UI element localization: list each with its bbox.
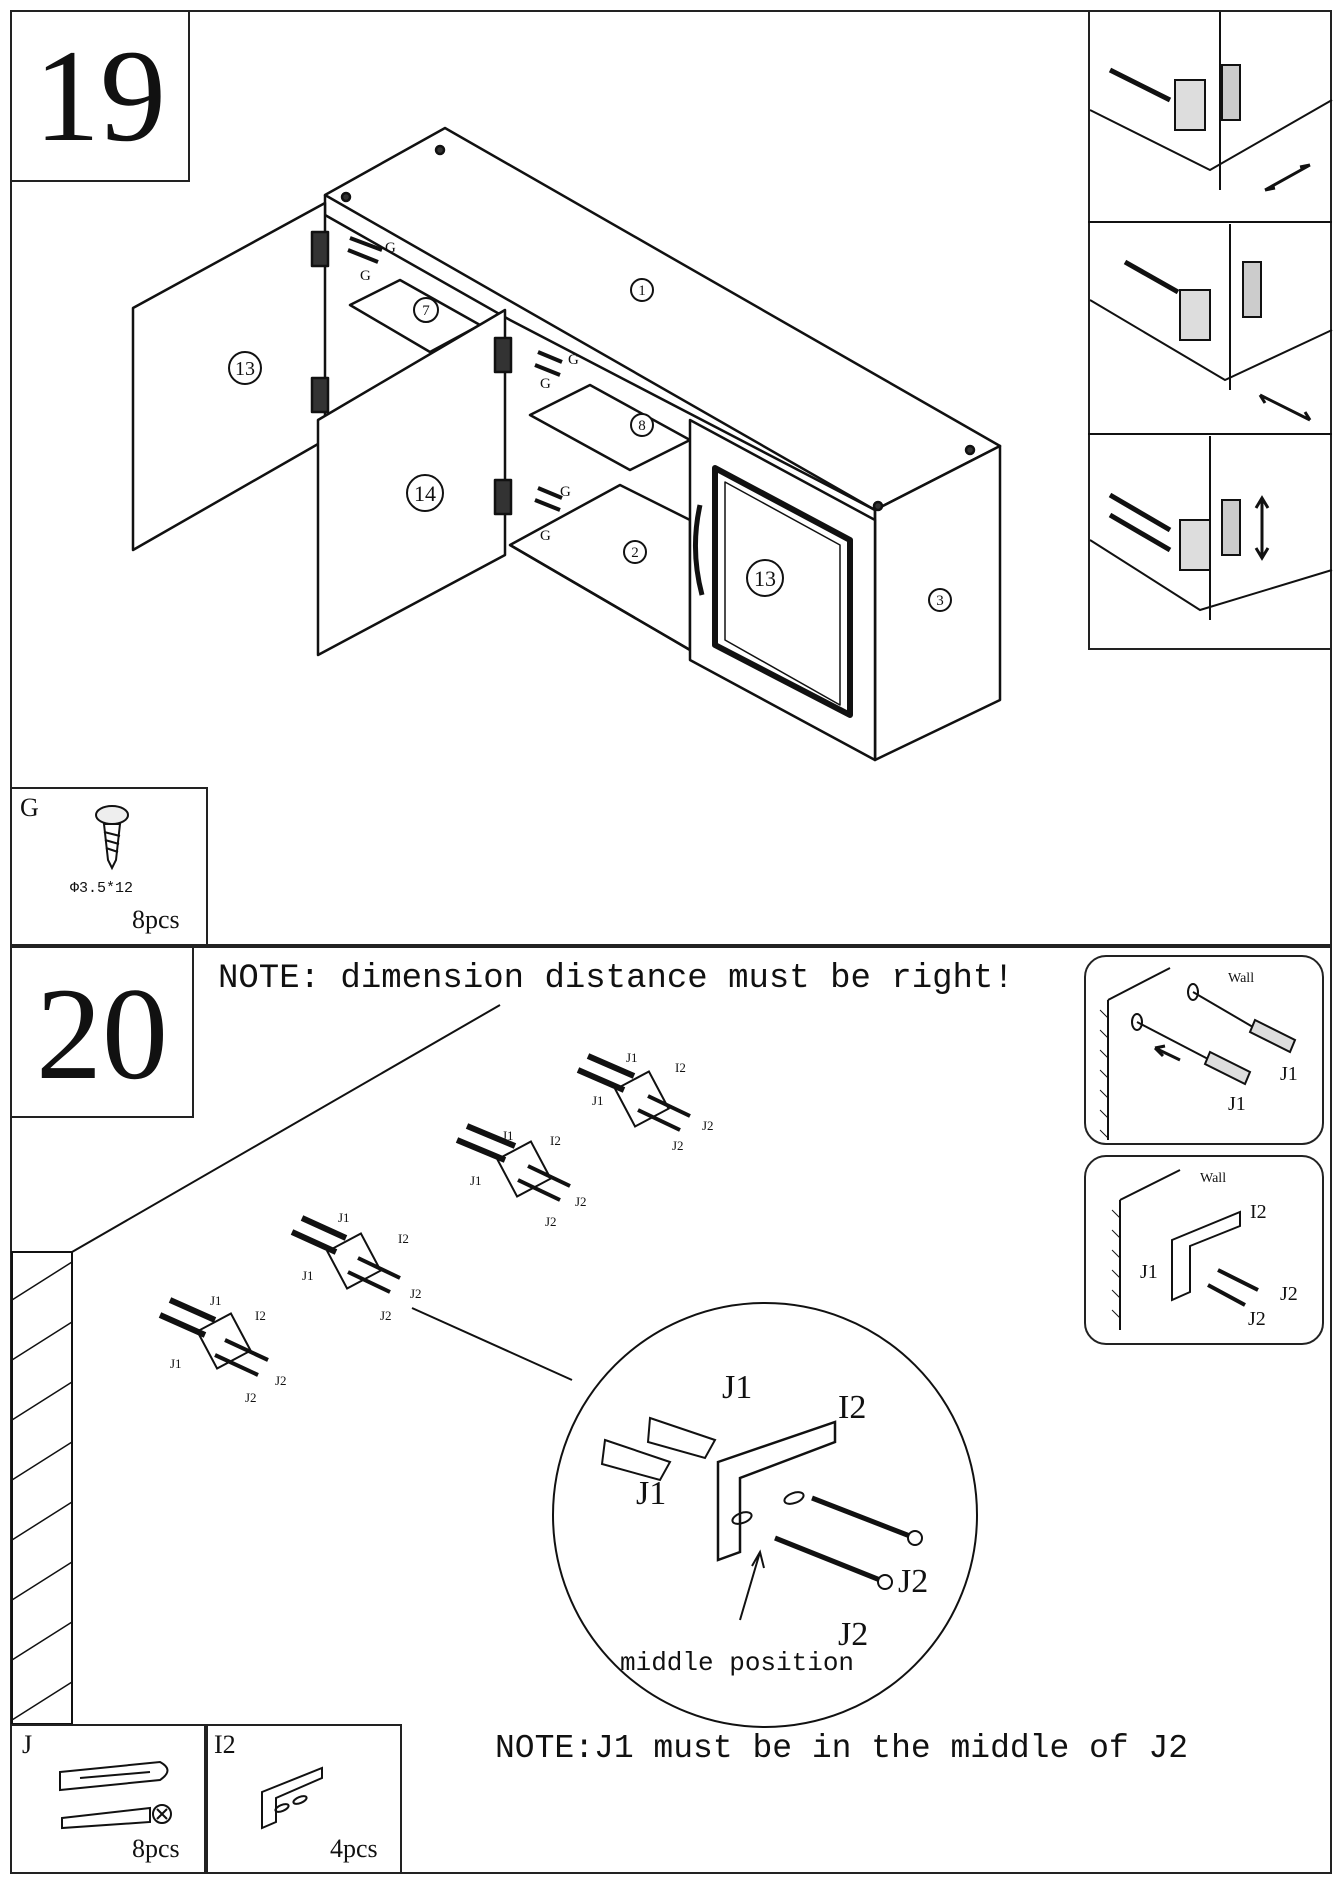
label-j2-g: J2: [672, 1138, 684, 1153]
hardware-i2-qty: 4pcs: [330, 1834, 378, 1863]
zoom-label-j2-right: J2: [898, 1563, 928, 1600]
hardware-g-qty: 8pcs: [132, 905, 180, 934]
label-j2-d: J2: [410, 1286, 422, 1301]
zoom-caption-middle-position: middle position: [620, 1648, 855, 1678]
label-j2-c: J2: [380, 1308, 392, 1323]
hardware-i2-code: I2: [214, 1730, 236, 1759]
label-j1-f: J1: [502, 1128, 514, 1143]
step-20-number-box: [10, 946, 194, 1118]
label-j1-h: J1: [626, 1050, 638, 1065]
label-j2-b: J2: [275, 1373, 287, 1388]
hardware-box-i2: [206, 1724, 402, 1874]
wall-detail-j1-b: J1: [1228, 1093, 1246, 1115]
hardware-g-size: Φ3.5*12: [70, 880, 134, 897]
wall-detail-j1-a: J1: [1280, 1063, 1298, 1085]
zoom-label-j1-bottom: J1: [636, 1475, 666, 1512]
part-label-2: 2: [631, 545, 639, 561]
label-j1-e: J1: [470, 1173, 482, 1188]
screw-label-g-6: G: [540, 528, 551, 544]
label-j1-a: J1: [170, 1356, 182, 1371]
note-j1-middle-of-j2: NOTE:J1 must be in the middle of J2: [495, 1730, 1189, 1767]
zoom-label-i2: I2: [838, 1389, 866, 1426]
label-j2-a: J2: [245, 1390, 257, 1405]
step-19-number: 19: [34, 22, 166, 169]
wall-detail-i2: I2: [1250, 1201, 1267, 1223]
wall-detail-j2-b: J2: [1248, 1308, 1266, 1330]
wall-detail-j2-a: J2: [1280, 1283, 1298, 1305]
label-j1-g: J1: [592, 1093, 604, 1108]
part-label-14: 14: [414, 481, 436, 506]
label-i2-d: I2: [675, 1060, 686, 1075]
part-label-13-glass-door: 13: [754, 566, 776, 591]
wall-detail-j1-c: J1: [1140, 1261, 1158, 1283]
screw-label-g-3: G: [568, 352, 579, 368]
hardware-box-j: [10, 1724, 206, 1874]
hardware-box-g: [10, 787, 208, 946]
note-dimension-distance: NOTE: dimension distance must be right!: [218, 960, 1014, 998]
label-j2-h: J2: [702, 1118, 714, 1133]
part-label-13-left-door: 13: [235, 358, 255, 380]
label-j1-d: J1: [338, 1210, 350, 1225]
step-20-number: 20: [36, 960, 168, 1107]
wall-bracket-detail: [1084, 1155, 1324, 1345]
label-j2-e: J2: [545, 1214, 557, 1229]
screw-label-g-4: G: [540, 376, 551, 392]
hardware-j-code: J: [22, 1730, 33, 1759]
hardware-j-qty: 8pcs: [132, 1834, 180, 1863]
label-i2-a: I2: [255, 1308, 266, 1323]
wall-label-2: Wall: [1200, 1171, 1226, 1186]
label-j1-c: J1: [302, 1268, 314, 1283]
part-label-1: 1: [638, 283, 646, 299]
zoom-label-j1-top: J1: [722, 1369, 752, 1406]
hardware-g-code: G: [20, 793, 39, 822]
label-i2-c: I2: [550, 1133, 561, 1148]
wall-label-1: Wall: [1228, 971, 1254, 986]
step-19-number-box: [10, 10, 190, 182]
label-j1-b: J1: [210, 1293, 222, 1308]
screw-label-g-2: G: [360, 268, 371, 284]
part-label-8: 8: [638, 418, 646, 434]
label-j2-f: J2: [575, 1194, 587, 1209]
zoom-label-j2-bottom: J2: [838, 1616, 868, 1653]
screw-label-g-5: G: [560, 484, 571, 500]
screw-label-g-1: G: [385, 240, 396, 256]
label-i2-b: I2: [398, 1231, 409, 1246]
part-label-7: 7: [422, 303, 430, 319]
part-label-3: 3: [936, 593, 944, 609]
